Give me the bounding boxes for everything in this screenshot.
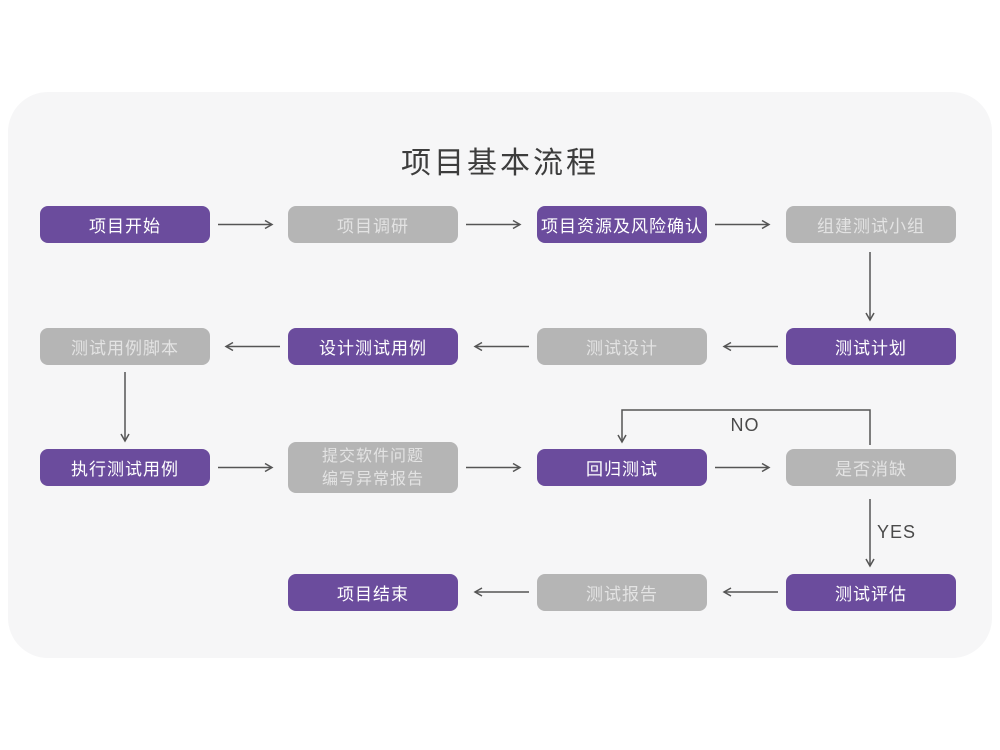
node-test-case-script: 测试用例脚本 [40, 328, 210, 365]
node-test-evaluate: 测试评估 [786, 574, 956, 611]
node-label: 项目调研 [337, 217, 409, 236]
node-label-line2: 编写异常报告 [321, 470, 424, 488]
no-branch-label: NO [730, 415, 760, 435]
node-label: 执行测试用例 [71, 460, 179, 479]
flowchart-card [8, 92, 992, 658]
node-resource-risk-confirm: 项目资源及风险确认 [537, 206, 707, 243]
node-project-research: 项目调研 [288, 206, 458, 243]
node-label: 测试设计 [586, 339, 658, 358]
node-defect-cleared-check: 是否消缺 [786, 449, 956, 486]
node-test-design: 测试设计 [537, 328, 707, 365]
node-test-plan: 测试计划 [786, 328, 956, 365]
node-build-test-team: 组建测试小组 [786, 206, 956, 243]
node-design-test-case: 设计测试用例 [288, 328, 458, 365]
node-label: 回归测试 [586, 460, 658, 479]
node-submit-issue-report: 提交软件问题 编写异常报告 [288, 442, 458, 493]
node-test-report: 测试报告 [537, 574, 707, 611]
node-project-end: 项目结束 [288, 574, 458, 611]
node-label: 测试评估 [835, 585, 907, 604]
node-label: 组建测试小组 [817, 217, 925, 236]
node-label: 项目结束 [337, 585, 409, 604]
node-label: 是否消缺 [835, 460, 907, 479]
node-execute-test-case: 执行测试用例 [40, 449, 210, 486]
node-label: 测试计划 [835, 339, 907, 358]
diagram-title: 项目基本流程 [401, 147, 599, 180]
yes-branch-label: YES [877, 522, 917, 542]
node-label: 项目资源及风险确认 [541, 217, 703, 236]
node-label: 设计测试用例 [319, 339, 427, 358]
node-project-start: 项目开始 [40, 206, 210, 243]
node-label: 测试用例脚本 [71, 339, 179, 358]
node-label-line1: 提交软件问题 [321, 447, 424, 465]
node-label: 测试报告 [586, 585, 658, 604]
node-regression-test: 回归测试 [537, 449, 707, 486]
node-label: 项目开始 [89, 217, 161, 236]
